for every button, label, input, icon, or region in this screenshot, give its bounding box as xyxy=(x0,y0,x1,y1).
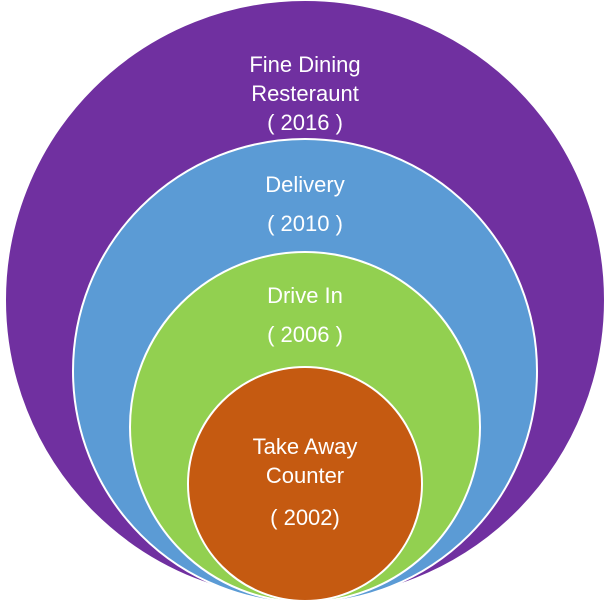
ring-take-away-name-line-2: Counter xyxy=(266,463,344,488)
ring-drive-in-year: ( 2006 ) xyxy=(267,322,343,347)
ring-take-away-counter xyxy=(187,366,423,600)
ring-fine-dining-year: ( 2016 ) xyxy=(267,110,343,135)
ring-drive-in-name: Drive In xyxy=(267,283,343,308)
ring-fine-dining-name-line-1: Fine Dining xyxy=(249,52,360,77)
ring-delivery-name: Delivery xyxy=(265,172,344,197)
ring-take-away-name-line-1: Take Away xyxy=(253,434,358,459)
ring-take-away-year: ( 2002) xyxy=(270,505,340,530)
ring-delivery-year: ( 2010 ) xyxy=(267,211,343,236)
ring-fine-dining-name-line-2: Resteraunt xyxy=(251,81,359,106)
